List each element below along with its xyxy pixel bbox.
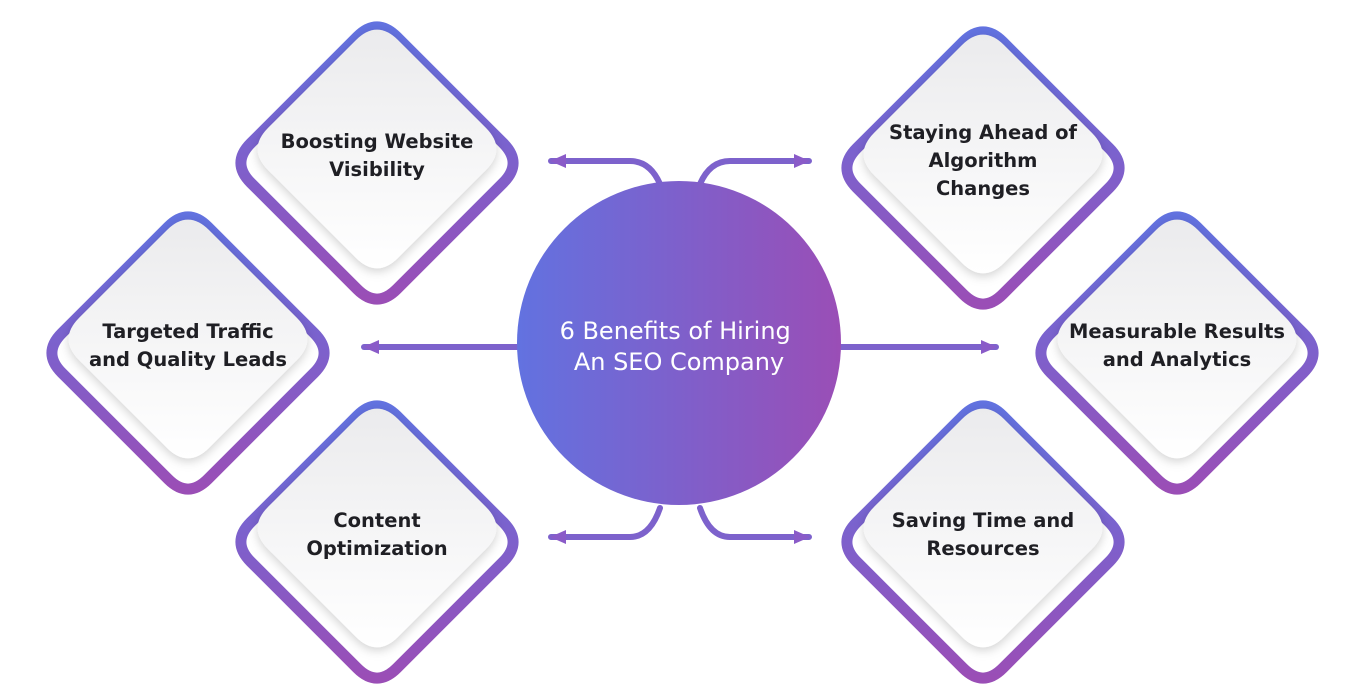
benefit-card-measurable-results: Measurable Results and Analytics <box>1035 211 1319 495</box>
card-outline <box>841 26 1125 310</box>
card-outline <box>235 21 519 305</box>
card-face <box>257 408 497 648</box>
arrow-to-content-optimization <box>548 505 663 544</box>
card-outline <box>235 400 519 684</box>
benefit-label-line: Content <box>333 509 420 532</box>
benefit-label-line: Targeted Traffic <box>102 320 273 343</box>
center-title-line-1: 6 Benefits of Hiring <box>560 317 791 345</box>
benefit-label-line: Resources <box>926 537 1039 560</box>
benefit-label-line: Changes <box>936 177 1030 200</box>
benefit-label-line: Staying Ahead of <box>889 121 1077 144</box>
card-face <box>863 34 1103 274</box>
card-face <box>68 219 308 459</box>
center-node: 6 Benefits of Hiring An SEO Company <box>517 181 841 505</box>
benefit-label-line: Visibility <box>329 158 425 181</box>
benefit-label-line: Saving Time and <box>892 509 1075 532</box>
center-circle <box>517 181 841 505</box>
arrow-to-saving-time <box>697 505 812 544</box>
benefit-label-line: and Quality Leads <box>89 348 287 371</box>
benefit-label: Targeted Traffic and Quality Leads <box>89 320 287 371</box>
arrow-to-boosting-visibility <box>548 154 663 187</box>
benefit-label-line: Optimization <box>306 537 447 560</box>
benefit-label-line: and Analytics <box>1103 348 1252 371</box>
card-face <box>257 29 497 269</box>
center-title-line-2: An SEO Company <box>574 348 784 376</box>
card-outline <box>1035 211 1319 495</box>
card-face <box>1057 219 1297 459</box>
arrow-to-algorithm-changes <box>697 154 812 187</box>
center-title: 6 Benefits of Hiring An SEO Company <box>560 317 799 376</box>
connector-arrows <box>361 154 999 544</box>
card-outline <box>841 400 1125 684</box>
card-outline <box>46 211 330 495</box>
benefit-label-line: Boosting Website <box>281 130 474 153</box>
card-face <box>863 408 1103 648</box>
benefit-card-targeted-traffic: Targeted Traffic and Quality Leads <box>46 211 330 495</box>
benefit-label-line: Measurable Results <box>1069 320 1285 343</box>
benefit-label-line: Algorithm <box>929 149 1038 172</box>
benefit-label: Measurable Results and Analytics <box>1069 320 1285 371</box>
